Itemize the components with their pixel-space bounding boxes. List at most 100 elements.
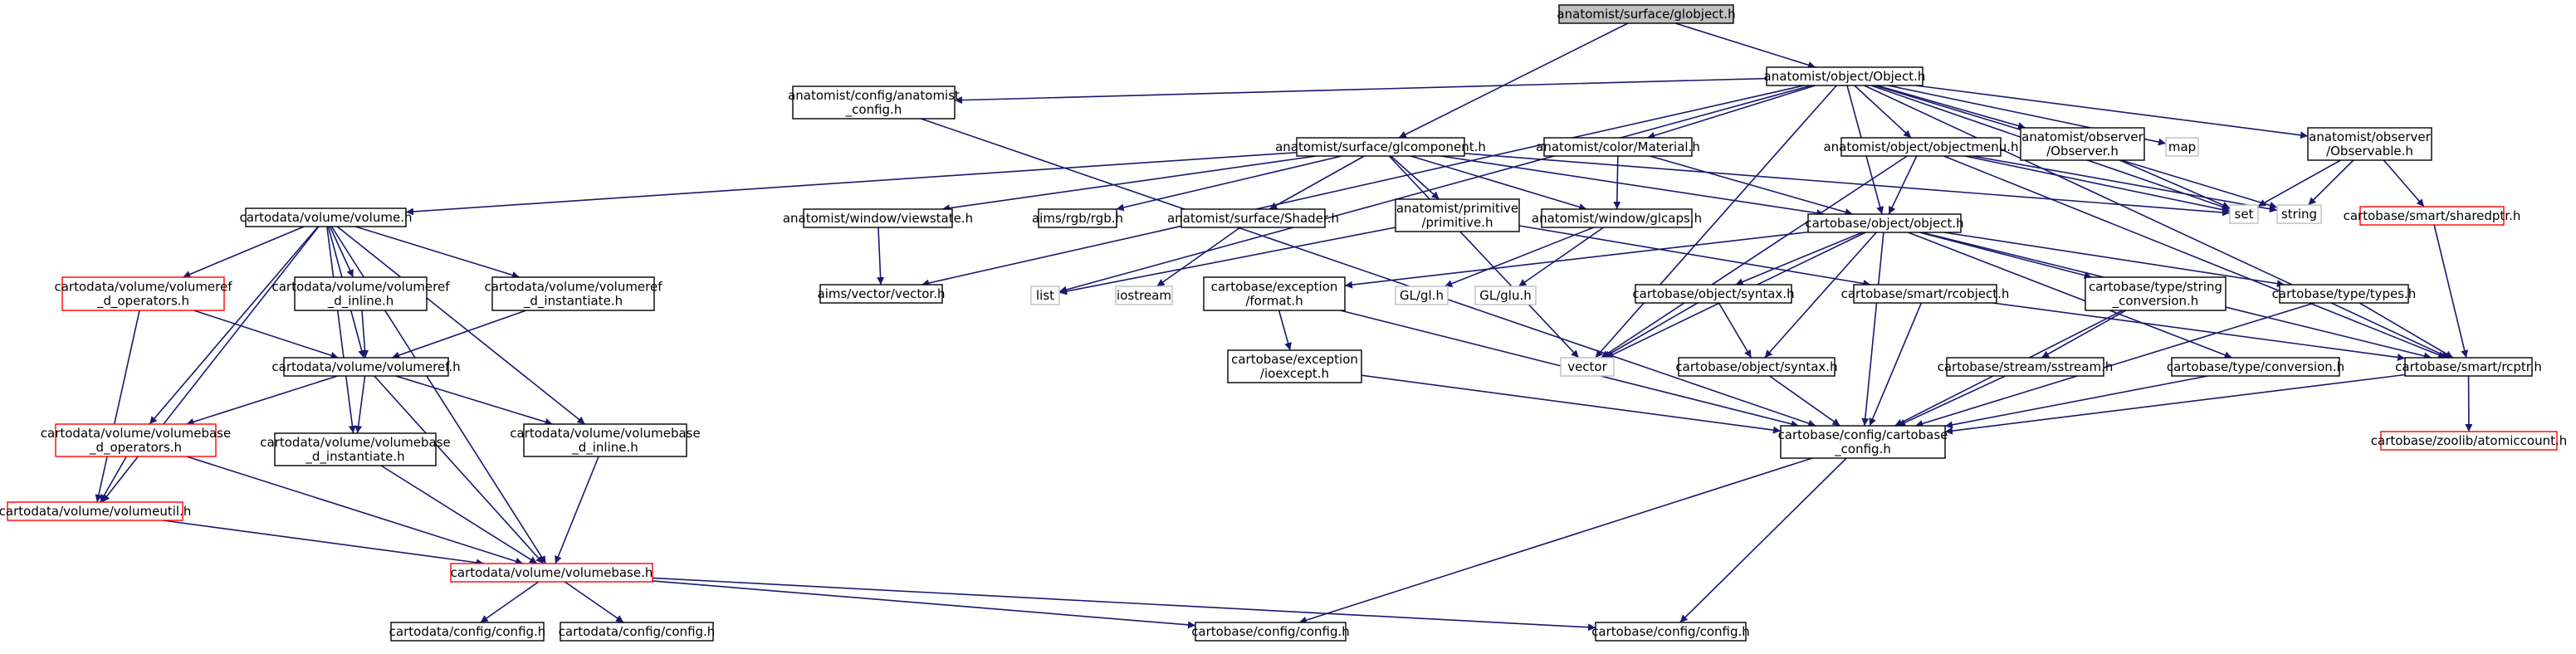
node-cbconfig[interactable]: cartobase/config/cartobase_config.h	[1778, 426, 1948, 458]
node-label: cartobase/config/cartobase	[1778, 427, 1948, 442]
node-vref[interactable]: cartodata/volume/volumeref.h	[271, 358, 460, 376]
node-label: _d_instantiate.h	[305, 449, 404, 465]
node-syntax2[interactable]: cartobase/object/syntax.h	[1675, 358, 1837, 376]
node-objectmenu[interactable]: anatomist/object/objectmenu.h	[1823, 138, 2018, 156]
edge-observable-to-string	[2309, 160, 2354, 205]
node-volumeutil[interactable]: cartodata/volume/volumeutil.h	[0, 502, 191, 520]
node-label: /Observer.h	[2046, 144, 2119, 159]
node-vbops[interactable]: cartodata/volume/volumebase_d_operators.…	[41, 424, 231, 456]
node-iostream[interactable]: iostream	[1116, 286, 1172, 305]
node-label: aims/rgb/rgb.h	[1032, 211, 1123, 226]
node-label: map	[2168, 139, 2196, 154]
node-label: vector	[1567, 359, 1607, 374]
node-vbinline[interactable]: cartodata/volume/volumebase_d_inline.h	[510, 424, 700, 456]
edge-material-to-glcaps	[1617, 156, 1618, 209]
node-sharedptr[interactable]: cartobase/smart/sharedptr.h	[2344, 207, 2521, 225]
node-map[interactable]: map	[2166, 138, 2198, 156]
node-cbcfg2[interactable]: cartobase/config/config.h	[1591, 622, 1750, 641]
edge-observable-to-sharedptr	[2383, 160, 2424, 207]
node-label: _d_operators.h	[96, 294, 189, 310]
node-label: cartodata/volume/volumebase	[510, 426, 700, 441]
edge-vrefops-to-vref	[194, 310, 339, 358]
node-sstream[interactable]: cartobase/stream/sstream.h	[1938, 358, 2114, 376]
node-primitive[interactable]: anatomist/primitive/primitive.h	[1396, 199, 1519, 232]
node-atomic[interactable]: cartobase/zoolib/atomiccount.h	[2371, 432, 2567, 450]
node-volumebase[interactable]: cartodata/volume/volumebase.h	[451, 564, 653, 582]
node-label: _d_inline.h	[327, 294, 394, 310]
edges-layer	[97, 23, 2469, 627]
node-label: anatomist/surface/Shader.h	[1167, 211, 1339, 226]
edge-glcomponent-to-shader	[1269, 156, 1364, 209]
node-label: anatomist/color/Material.h	[1536, 139, 1700, 154]
node-label: anatomist/observer	[2021, 129, 2143, 144]
edge-rcptr-to-cbconfig	[1945, 374, 2405, 432]
node-vbinst[interactable]: cartodata/volume/volumebase_d_instantiat…	[260, 433, 450, 466]
edge-volumeutil-to-volumebase	[163, 520, 483, 564]
node-cbobject[interactable]: cartobase/object/object.h	[1805, 214, 1963, 232]
node-vector3[interactable]: aims/vector/vector.h	[818, 285, 946, 303]
node-string[interactable]: string	[2277, 205, 2321, 223]
node-types[interactable]: cartobase/type/types.h	[2272, 285, 2417, 303]
node-cdconfig2[interactable]: cartodata/config/config.h	[559, 622, 716, 641]
node-label: cartobase/smart/sharedptr.h	[2344, 208, 2521, 223]
node-label: cartobase/type/types.h	[2272, 286, 2417, 301]
node-label: cartobase/exception	[1231, 352, 1358, 367]
edge-cbconfig-to-cbcfg2	[1680, 458, 1847, 622]
node-cdconfig1[interactable]: cartodata/config/config.h	[389, 622, 546, 641]
node-syntax1[interactable]: cartobase/object/syntax.h	[1632, 285, 1794, 303]
edge-object-to-material	[1647, 85, 1815, 138]
node-list[interactable]: list	[1031, 286, 1059, 305]
edge-sharedptr-to-rcptr	[2434, 225, 2466, 358]
edge-vrefinline-to-vref	[362, 310, 365, 358]
node-label: anatomist/object/Object.h	[1764, 69, 1926, 84]
node-label: _config.h	[1834, 442, 1891, 457]
node-vrefinline[interactable]: cartodata/volume/volumeref_d_inline.h	[271, 277, 450, 310]
node-vrefinst[interactable]: cartodata/volume/volumeref_d_instantiate…	[484, 277, 662, 310]
node-root[interactable]: anatomist/surface/globject.h	[1557, 5, 1735, 23]
node-gluh[interactable]: GL/glu.h	[1475, 286, 1536, 305]
edge-syntax1-to-syntax2	[1719, 303, 1752, 358]
node-format[interactable]: cartobase/exception/format.h	[1204, 277, 1345, 310]
node-label: _conversion.h	[2112, 294, 2199, 310]
node-strconv[interactable]: cartobase/type/string_conversion.h	[2085, 277, 2226, 310]
node-label: anatomist/surface/globject.h	[1557, 7, 1735, 22]
node-volume[interactable]: cartodata/volume/volume.h	[240, 208, 413, 227]
node-rcptr[interactable]: cartobase/smart/rcptr.h	[2395, 358, 2542, 376]
node-label: cartodata/volume/volumeref	[54, 280, 232, 295]
node-glh[interactable]: GL/gl.h	[1396, 286, 1448, 305]
edge-cbobject-to-format	[1345, 232, 1808, 286]
node-vrefops[interactable]: cartodata/volume/volumeref_d_operators.h	[54, 277, 232, 310]
node-label: cartobase/smart/rcptr.h	[2395, 359, 2542, 374]
node-label: anatomist/window/glcaps.h	[1532, 211, 1702, 226]
edge-vbinst-to-volumebase	[381, 466, 537, 564]
node-label: cartobase/object/syntax.h	[1675, 359, 1837, 374]
node-ioexcept[interactable]: cartobase/exception/ioexcept.h	[1228, 350, 1361, 383]
node-anaconfig[interactable]: anatomist/config/anatomist_config.h	[788, 86, 960, 119]
nodes-layer: anatomist/surface/globject.h anatomist/ob…	[0, 5, 2567, 641]
edge-vref-to-volumebase	[374, 376, 544, 564]
node-vector[interactable]: vector	[1561, 358, 1614, 376]
node-glcaps[interactable]: anatomist/window/glcaps.h	[1532, 209, 1702, 227]
edge-conversion-to-cbconfig	[1945, 376, 2208, 427]
node-viewstate[interactable]: anatomist/window/viewstate.h	[783, 209, 973, 227]
edge-root-to-object	[1675, 23, 1816, 67]
node-object[interactable]: anatomist/object/Object.h	[1764, 67, 1926, 85]
edge-glcomponent-to-volume	[406, 153, 1297, 212]
node-observer[interactable]: anatomist/observer/Observer.h	[2021, 128, 2144, 160]
node-observable[interactable]: anatomist/observer/Observable.h	[2308, 128, 2432, 160]
node-material[interactable]: anatomist/color/Material.h	[1536, 138, 1700, 156]
node-cbcfg1[interactable]: cartobase/config/config.h	[1191, 622, 1350, 641]
node-set[interactable]: set	[2230, 205, 2258, 223]
node-label: iostream	[1117, 288, 1171, 303]
edge-material-to-cbobject	[1650, 156, 1852, 214]
edge-rcobject-to-cbconfig	[1870, 303, 1921, 426]
node-rgb[interactable]: aims/rgb/rgb.h	[1032, 209, 1123, 227]
node-glcomponent[interactable]: anatomist/surface/glcomponent.h	[1275, 138, 1486, 156]
node-shader[interactable]: anatomist/surface/Shader.h	[1167, 209, 1339, 227]
node-conversion[interactable]: cartobase/type/conversion.h	[2167, 358, 2344, 376]
node-label: _d_instantiate.h	[523, 294, 623, 310]
edge-volume-to-vrefops	[183, 227, 304, 277]
edge-vbinline-to-volumebase	[555, 456, 599, 564]
node-label: list	[1036, 288, 1054, 303]
node-rcobject[interactable]: cartobase/smart/rcobject.h	[1841, 285, 2010, 303]
